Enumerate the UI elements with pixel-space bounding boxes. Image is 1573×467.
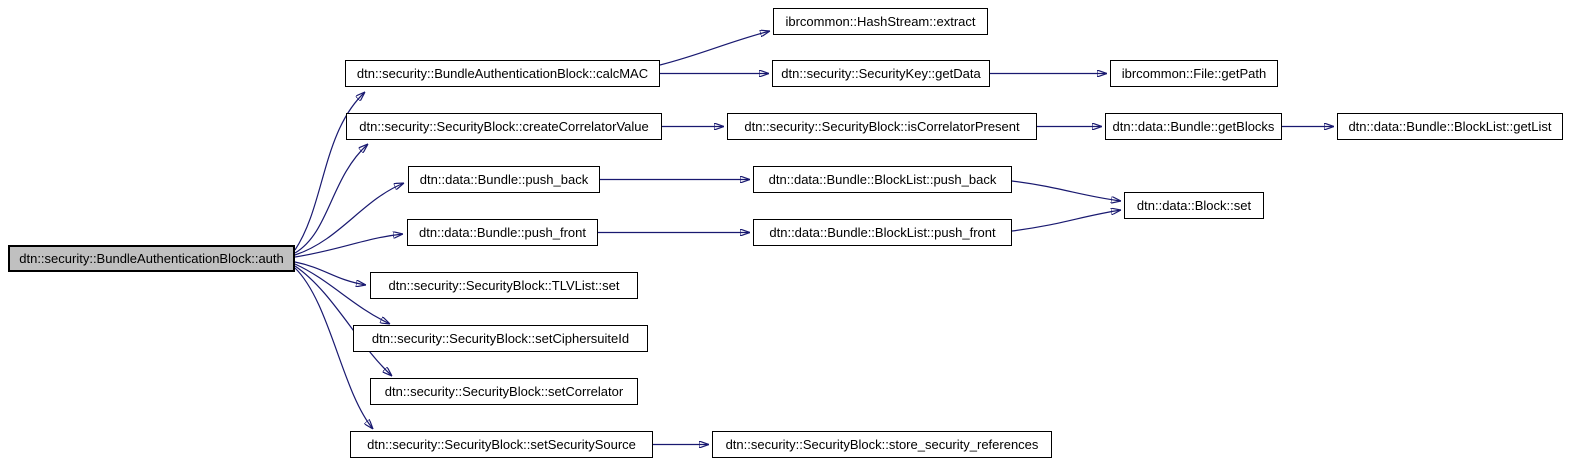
node-setsecuritysource[interactable]: dtn::security::SecurityBlock::setSecurit… xyxy=(350,431,653,458)
edge-auth-to-bundle-push-front xyxy=(294,234,403,258)
node-setcorrelator[interactable]: dtn::security::SecurityBlock::setCorrela… xyxy=(370,378,638,405)
edge-auth-to-setciphersuiteid xyxy=(294,263,390,324)
node-auth: dtn::security::BundleAuthenticationBlock… xyxy=(8,245,295,272)
node-iscorrelatorpresent[interactable]: dtn::security::SecurityBlock::isCorrelat… xyxy=(727,113,1037,140)
node-hashstream-extract[interactable]: ibrcommon::HashStream::extract xyxy=(773,8,988,35)
node-block-set[interactable]: dtn::data::Block::set xyxy=(1124,192,1264,219)
edge-blocklist-push-back-to-block-set xyxy=(1011,180,1121,201)
node-bundle-push-front[interactable]: dtn::data::Bundle::push_front xyxy=(407,219,598,246)
node-blocklist-getlist[interactable]: dtn::data::Bundle::BlockList::getList xyxy=(1337,113,1563,140)
node-store-security-references[interactable]: dtn::security::SecurityBlock::store_secu… xyxy=(712,431,1052,458)
node-securitykey-getdata[interactable]: dtn::security::SecurityKey::getData xyxy=(772,60,990,87)
node-bundle-push-back[interactable]: dtn::data::Bundle::push_back xyxy=(408,166,600,193)
node-setciphersuiteid[interactable]: dtn::security::SecurityBlock::setCiphers… xyxy=(353,325,648,352)
node-bundle-getblocks[interactable]: dtn::data::Bundle::getBlocks xyxy=(1105,113,1282,140)
edge-auth-to-calcmac xyxy=(294,92,365,251)
node-tlvlist-set[interactable]: dtn::security::SecurityBlock::TLVList::s… xyxy=(370,272,638,299)
edge-auth-to-setsecuritysource xyxy=(294,267,373,429)
node-file-getpath[interactable]: ibrcommon::File::getPath xyxy=(1110,60,1278,87)
node-blocklist-push-back[interactable]: dtn::data::Bundle::BlockList::push_back xyxy=(753,166,1012,193)
node-calcmac[interactable]: dtn::security::BundleAuthenticationBlock… xyxy=(345,60,660,87)
edge-auth-to-tlvlist-set xyxy=(294,261,366,285)
edge-auth-to-setcorrelator xyxy=(294,265,392,376)
edge-auth-to-createcorrelatorvalue xyxy=(294,144,368,254)
node-blocklist-push-front[interactable]: dtn::data::Bundle::BlockList::push_front xyxy=(753,219,1012,246)
node-createcorrelatorvalue[interactable]: dtn::security::SecurityBlock::createCorr… xyxy=(346,113,662,140)
edge-blocklist-push-front-to-block-set xyxy=(1011,210,1121,232)
edge-auth-to-bundle-push-back xyxy=(294,183,404,256)
edge-calcmac-to-hashstream-extract xyxy=(659,31,770,66)
